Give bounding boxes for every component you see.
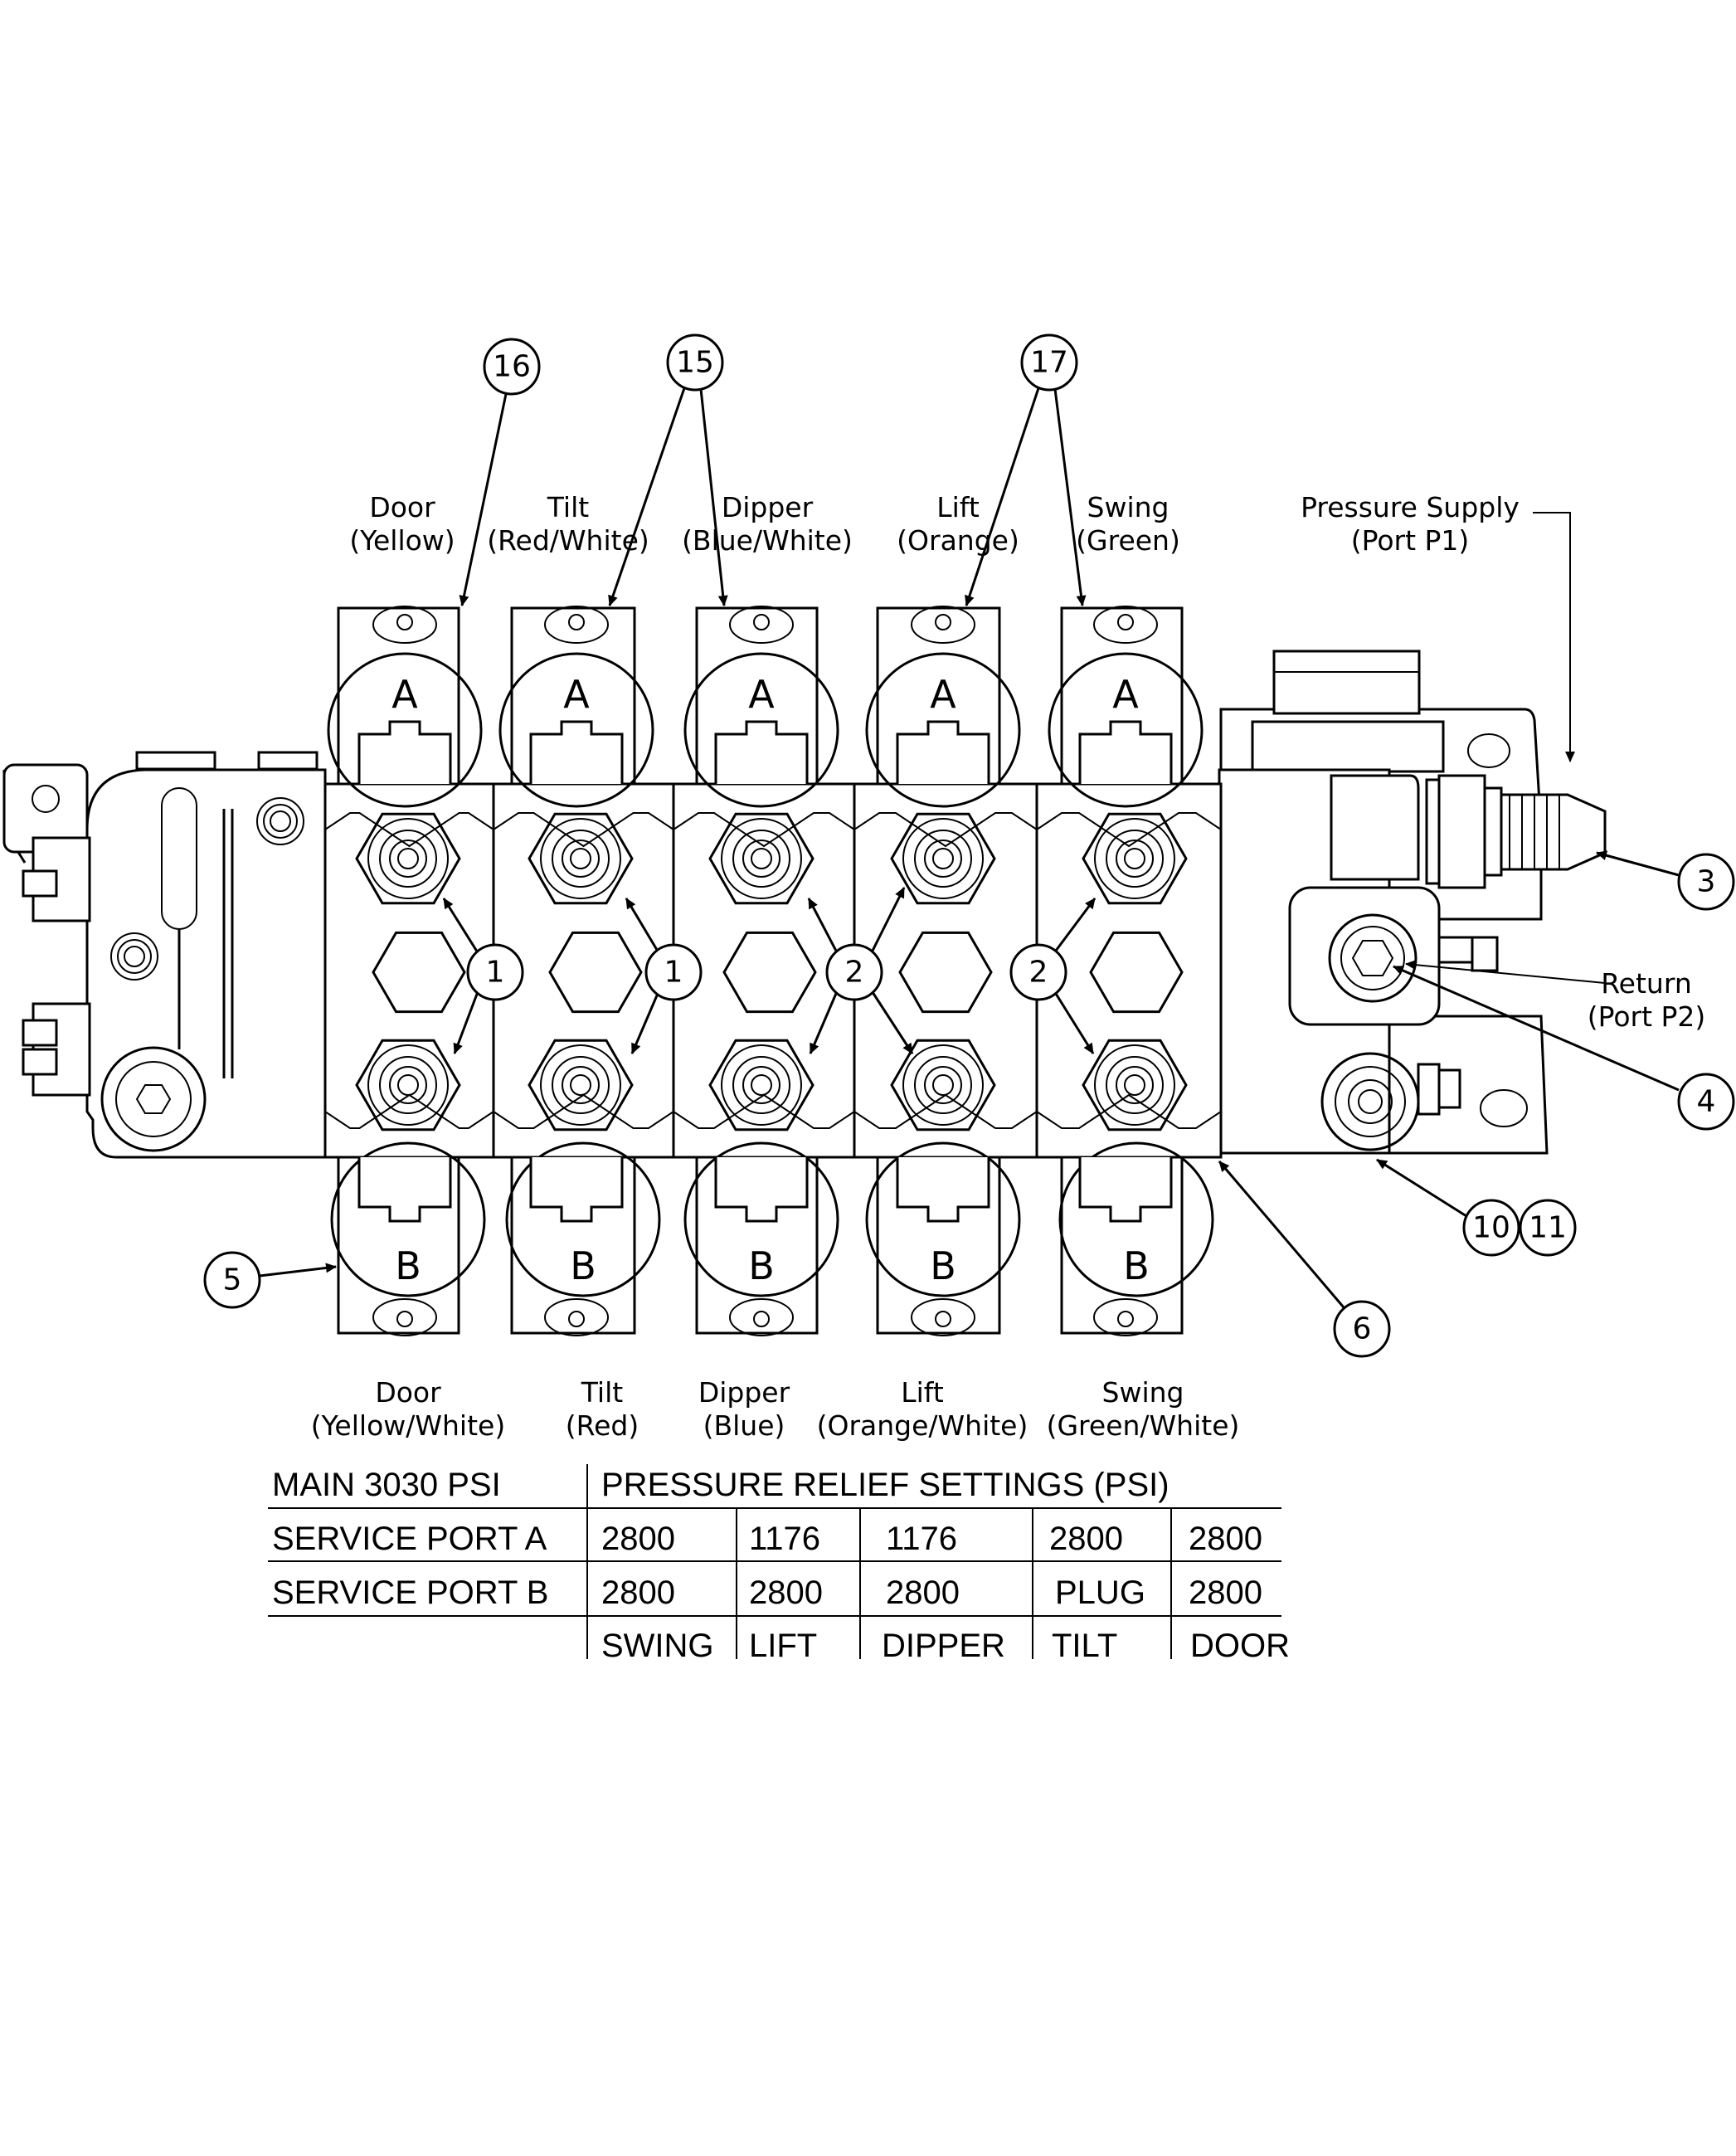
table-main-pressure: MAIN 3030 PSI	[272, 1467, 501, 1503]
spool-section: AB	[323, 606, 495, 1336]
callout-15: 15	[676, 346, 714, 380]
callout-6: 6	[1353, 1312, 1372, 1346]
port-a-letter: A	[748, 672, 775, 717]
table-cell: 2800	[1189, 1574, 1262, 1611]
table-cell: 2800	[886, 1574, 960, 1611]
bottom-label-tilt-color: (Red)	[566, 1409, 639, 1442]
bottom-label-lift-name: Lift	[901, 1376, 944, 1409]
return-port-label: (Port P2)	[1588, 1000, 1706, 1033]
bottom-label-tilt-name: Tilt	[581, 1376, 623, 1409]
top-section-labels: Door (Yellow) Tilt (Red/White) Dipper (B…	[349, 491, 1180, 557]
spool-section: AB	[672, 606, 856, 1336]
spool-section: AB	[1035, 606, 1223, 1336]
port-a-letter: A	[391, 672, 418, 717]
port-a-letter: A	[1112, 672, 1139, 717]
callouts: 16 15 17 3 4 10 11 5 6	[203, 333, 1735, 1358]
top-label-swing-color: (Green)	[1076, 524, 1180, 557]
right-outlet-section	[1218, 650, 1607, 1155]
top-label-dipper-name: Dipper	[722, 491, 814, 523]
port-b-letter: B	[748, 1243, 775, 1288]
top-label-door-color: (Yellow)	[349, 524, 455, 557]
table-section-swing: SWING	[601, 1628, 714, 1664]
bottom-section-labels: Door (Yellow/White) Tilt (Red) Dipper (B…	[311, 1376, 1240, 1442]
table-cell: 1176	[886, 1521, 957, 1557]
callout-1-right: 1	[664, 956, 683, 990]
top-label-lift-color: (Orange)	[897, 524, 1019, 557]
top-label-dipper-color: (Blue/White)	[682, 524, 853, 557]
table-cell: 2800	[1049, 1521, 1123, 1557]
top-label-tilt-name: Tilt	[547, 491, 589, 523]
table-header: PRESSURE RELIEF SETTINGS (PSI)	[601, 1467, 1169, 1503]
table-row-b-label: SERVICE PORT B	[272, 1574, 548, 1611]
port-a-letter: A	[930, 672, 956, 717]
table-cell: 1176	[749, 1521, 820, 1557]
bottom-label-dipper-name: Dipper	[698, 1376, 790, 1409]
bottom-label-swing-name: Swing	[1102, 1376, 1184, 1409]
bottom-label-lift-color: (Orange/White)	[817, 1409, 1028, 1442]
port-b-letter: B	[570, 1243, 596, 1288]
table-row-a-label: SERVICE PORT A	[272, 1521, 547, 1557]
callout-10: 10	[1472, 1211, 1510, 1245]
table-cell: 2800	[1189, 1521, 1262, 1557]
top-label-tilt-color: (Red/White)	[487, 524, 649, 557]
bottom-label-door-name: Door	[375, 1376, 441, 1409]
pressure-relief-table: MAIN 3030 PSI PRESSURE RELIEF SETTINGS (…	[268, 1464, 1290, 1664]
callout-17: 17	[1030, 346, 1068, 380]
table-section-lift: LIFT	[749, 1628, 817, 1664]
callout-16: 16	[493, 350, 531, 384]
table-cell: 2800	[749, 1574, 823, 1611]
top-label-swing-name: Swing	[1087, 491, 1169, 523]
port-b-letter: B	[1123, 1243, 1150, 1288]
port-labels: Pressure Supply (Port P1) Return (Port P…	[1301, 491, 1705, 1033]
bottom-label-door-color: (Yellow/White)	[311, 1409, 505, 1442]
table-cell: 2800	[601, 1574, 675, 1611]
spool-section: AB	[492, 606, 675, 1336]
table-section-tilt: TILT	[1052, 1628, 1117, 1664]
bottom-label-swing-color: (Green/White)	[1047, 1409, 1240, 1442]
port-a-letter: A	[563, 672, 590, 717]
callout-2-right: 2	[1029, 956, 1048, 990]
return-label: Return	[1601, 967, 1692, 1000]
callout-5: 5	[223, 1263, 242, 1297]
callout-1-left: 1	[486, 956, 505, 990]
bottom-label-dipper-color: (Blue)	[703, 1409, 785, 1442]
spool-section: AB	[853, 606, 1038, 1336]
callout-11: 11	[1529, 1211, 1567, 1245]
top-label-lift-name: Lift	[936, 491, 980, 523]
table-cell: PLUG	[1055, 1574, 1145, 1611]
table-section-dipper: DIPPER	[882, 1628, 1005, 1664]
callout-2-left: 2	[845, 956, 864, 990]
callout-4: 4	[1697, 1085, 1716, 1119]
port-b-letter: B	[930, 1243, 956, 1288]
table-section-door: DOOR	[1190, 1628, 1290, 1664]
port-b-letter: B	[395, 1243, 421, 1288]
left-end-cap	[2, 751, 327, 1159]
pressure-supply-label: Pressure Supply	[1301, 491, 1520, 523]
table-cell: 2800	[601, 1521, 675, 1557]
top-label-door-name: Door	[369, 491, 435, 523]
pressure-supply-port-label: (Port P1)	[1351, 524, 1470, 557]
callout-3: 3	[1697, 865, 1716, 899]
